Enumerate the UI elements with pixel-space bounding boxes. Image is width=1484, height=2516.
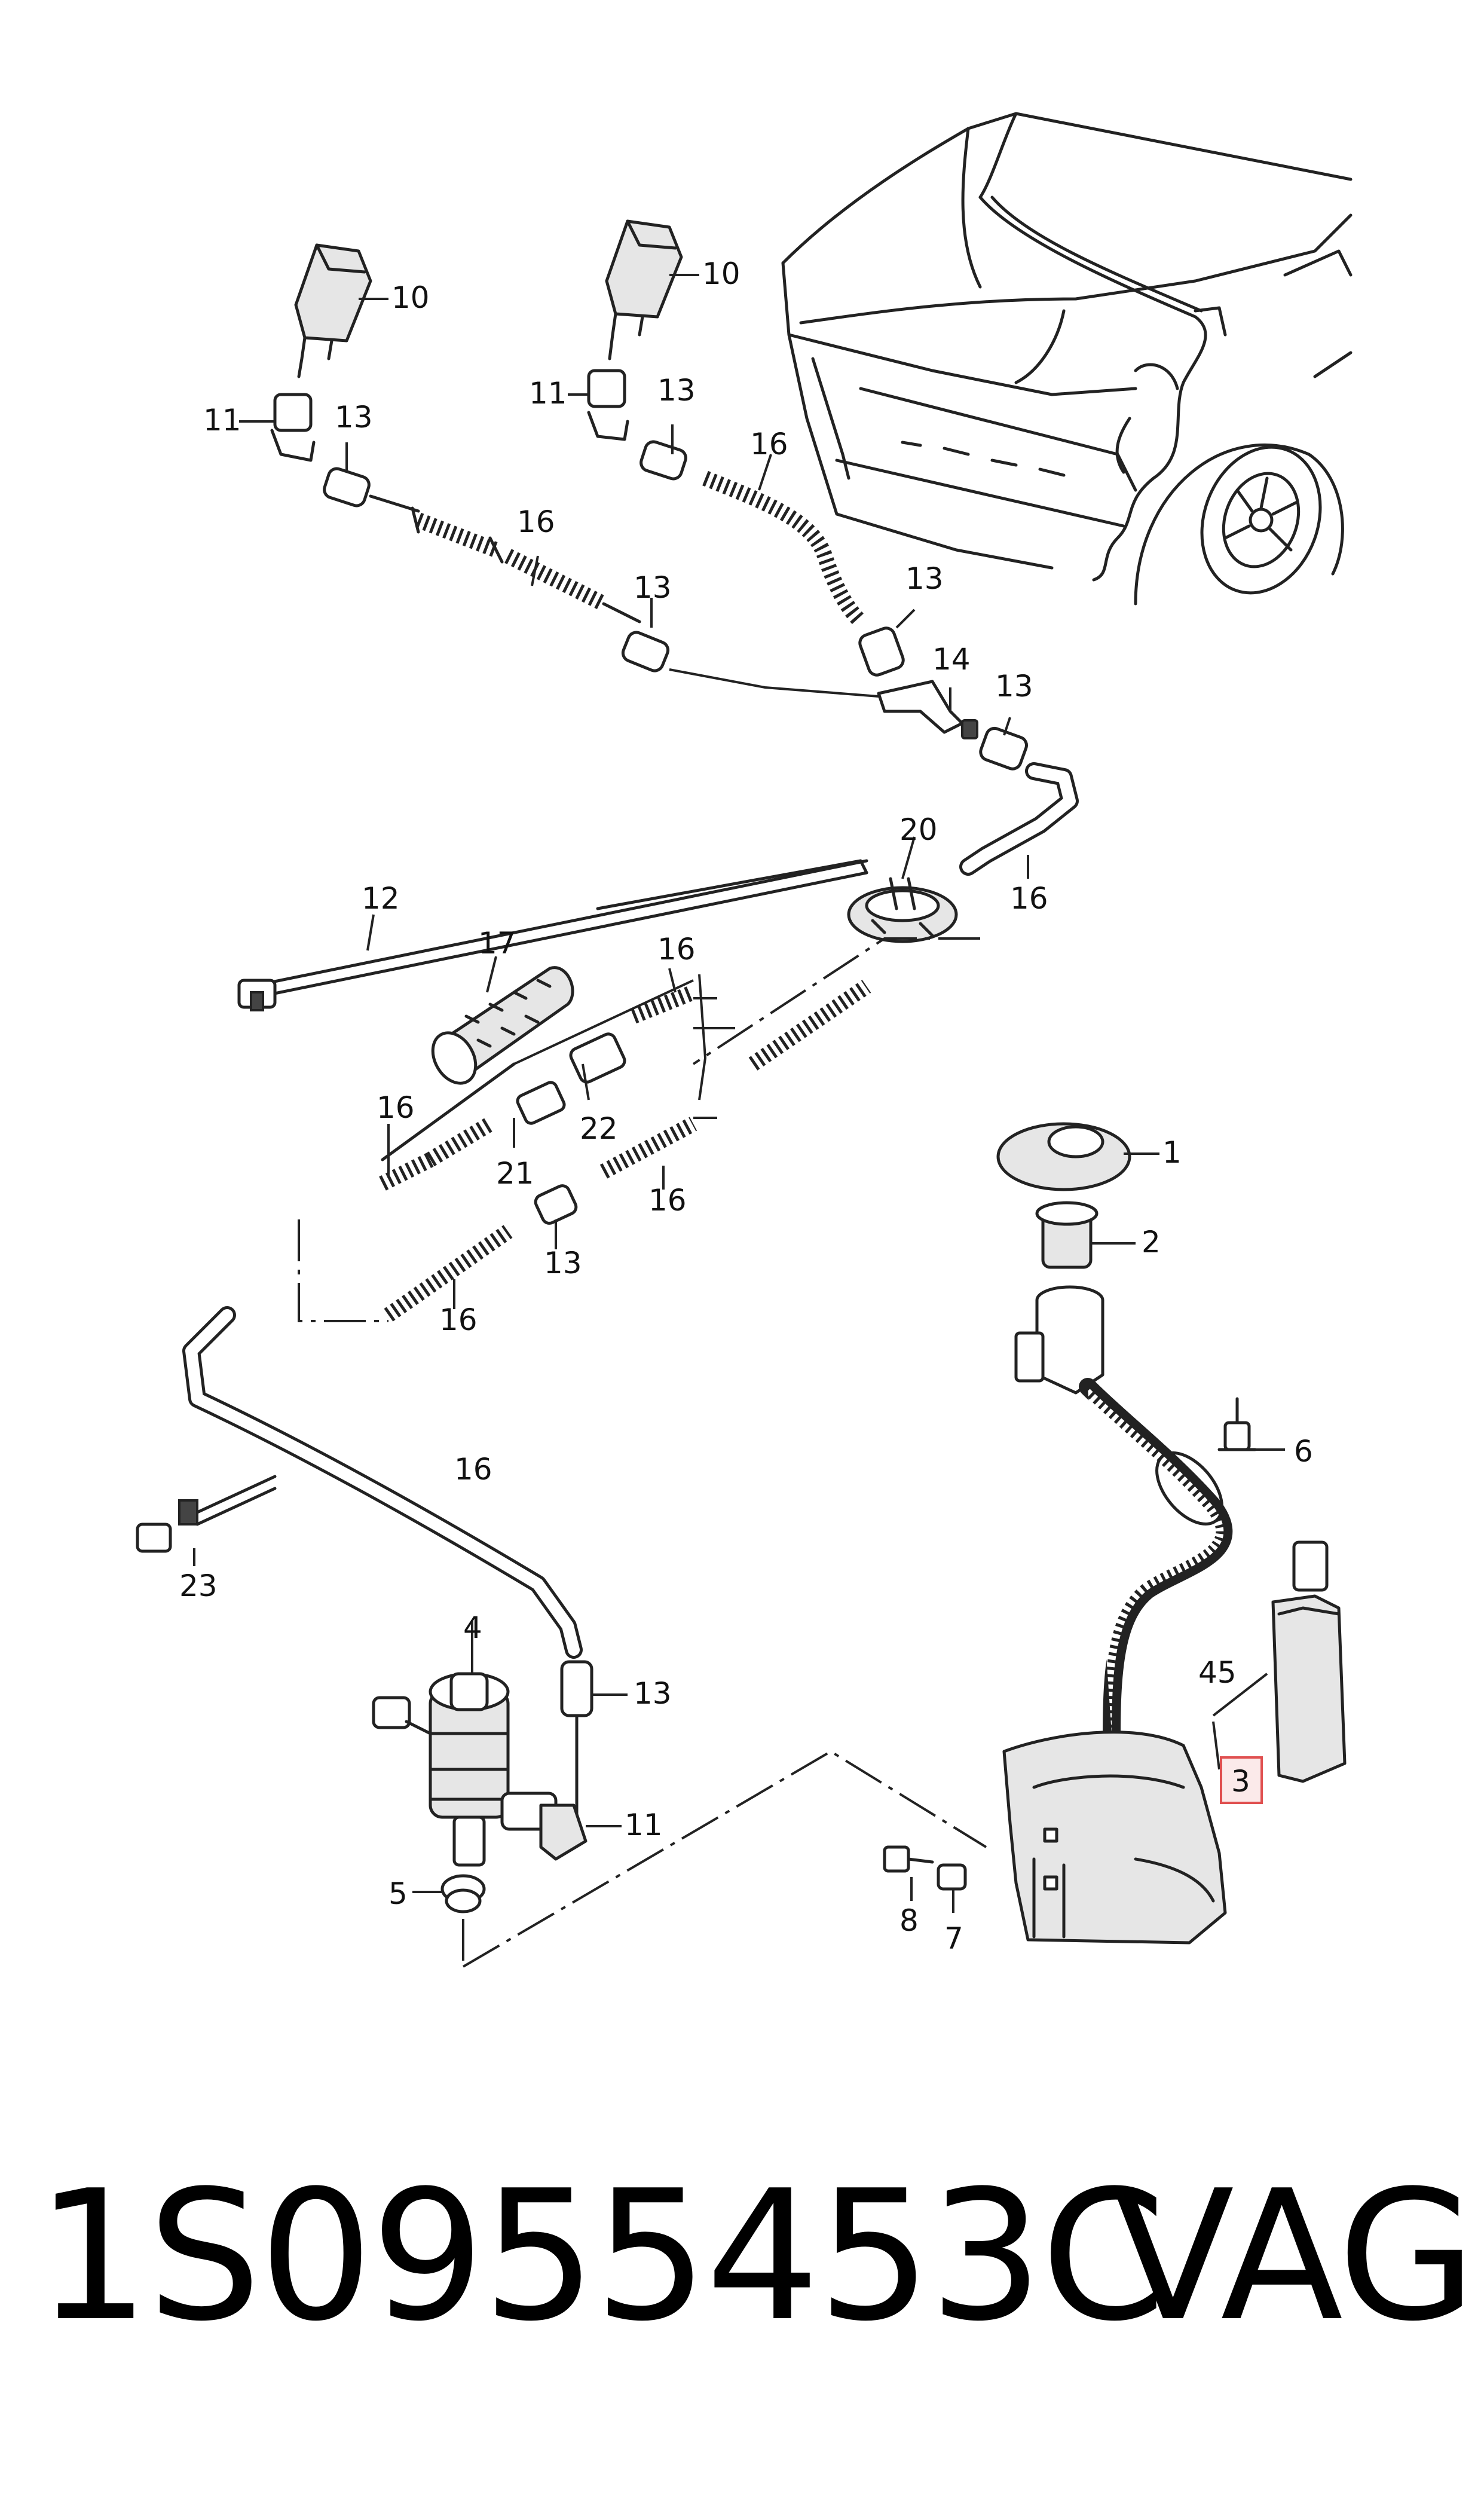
callout-16g: 16 <box>439 1303 478 1337</box>
main-hose-part-16 <box>182 1306 593 1819</box>
footer: 1S0955453C VAG <box>0 2152 1484 2367</box>
callout-5: 5 <box>388 1876 408 1911</box>
callout-16e: 16 <box>377 1090 415 1125</box>
callout-13e: 13 <box>995 669 1033 704</box>
callout-11c: 11 <box>625 1808 663 1842</box>
callout-22: 22 <box>580 1111 618 1146</box>
callout-16d: 16 <box>657 932 696 967</box>
callout-8: 8 <box>899 1903 919 1938</box>
callout-13f: 13 <box>544 1246 582 1280</box>
washer-jet-left <box>270 243 372 462</box>
callout-16f: 16 <box>648 1183 687 1218</box>
callout-13c: 13 <box>634 570 672 605</box>
clip-part-23 <box>136 1475 277 1553</box>
callout-16h: 16 <box>454 1452 492 1487</box>
callout-17: 17 <box>478 926 516 961</box>
callout-14: 14 <box>932 642 971 677</box>
washer-fluid-bottle-part-45 <box>1271 1540 1347 1783</box>
washer-fluid-reservoir-part-3 <box>1002 1285 1233 1945</box>
callout-45: 45 <box>1198 1655 1237 1690</box>
callout-13a: 13 <box>335 400 373 435</box>
hose-connector-assembly <box>298 974 871 1322</box>
dashed-line-center-hose <box>692 937 980 1065</box>
part-number: 1S0955453C <box>36 2152 1166 2361</box>
callout-13g: 13 <box>634 1676 672 1711</box>
leader-lines <box>193 274 1285 1913</box>
washer-jet-center <box>587 219 683 441</box>
callout-6: 6 <box>1294 1434 1313 1469</box>
brand-label: VAG <box>1112 2152 1476 2361</box>
check-valve-part-20 <box>847 877 958 943</box>
washer-pump-part-4 <box>372 1672 558 1867</box>
callout-3: 3 <box>1231 1764 1250 1799</box>
grommet-part-5 <box>440 1874 486 1913</box>
hose-assembly-upper-center <box>640 440 978 739</box>
callout-13b: 13 <box>657 373 696 408</box>
connector-part-11 <box>539 1803 588 1861</box>
callout-12: 12 <box>362 881 400 916</box>
callout-20: 20 <box>899 812 938 847</box>
hose-assembly-upper-left <box>323 467 879 698</box>
callout-7: 7 <box>944 1921 963 1956</box>
highlight-box-part-3 <box>1220 1756 1263 1804</box>
screw-part-8 <box>883 1845 934 1873</box>
callout-labels: 10 10 11 11 13 13 16 16 13 13 14 13 20 1… <box>179 256 1313 1956</box>
callout-16b: 16 <box>750 427 788 461</box>
callout-16c: 16 <box>1010 881 1048 916</box>
callout-11a: 11 <box>203 403 241 438</box>
bolt-part-6 <box>1217 1397 1257 1451</box>
callout-4: 4 <box>463 1610 482 1645</box>
hose-assembly-right <box>959 726 1079 876</box>
callout-11b: 11 <box>529 376 567 411</box>
callout-23: 23 <box>179 1569 218 1603</box>
protective-sleeve-part-17 <box>431 966 574 1085</box>
callout-13d: 13 <box>905 561 944 596</box>
strainer-part-2 <box>1035 1201 1099 1269</box>
callout-10b: 10 <box>702 256 741 291</box>
filler-cap-part-1 <box>996 1122 1131 1191</box>
cable-tie-part-12 <box>237 859 868 1011</box>
callout-16a: 16 <box>517 505 555 539</box>
callout-10a: 10 <box>391 280 430 315</box>
callout-1: 1 <box>1162 1135 1182 1170</box>
car-front-illustration <box>781 112 1353 606</box>
dashed-line-pump-tank <box>462 1750 987 1968</box>
nut-part-7 <box>937 1863 967 1891</box>
callout-2: 2 <box>1142 1225 1161 1259</box>
callout-21: 21 <box>496 1156 534 1191</box>
